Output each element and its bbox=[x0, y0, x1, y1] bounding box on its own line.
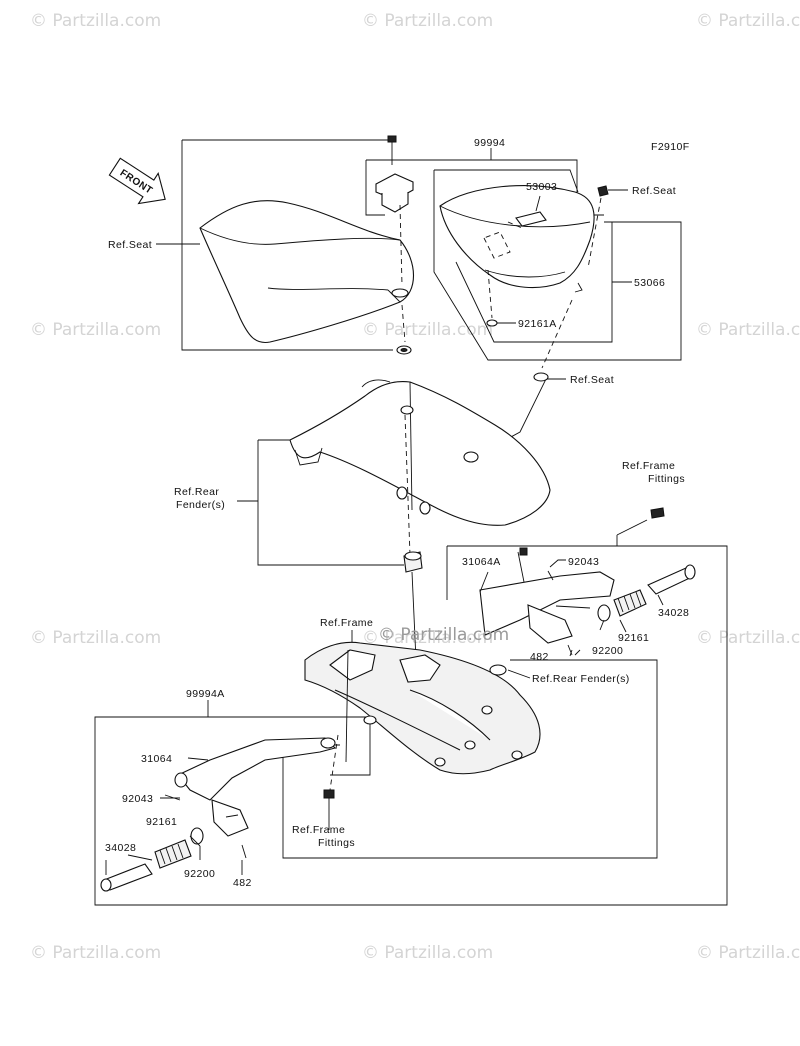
label-31064: 31064 bbox=[141, 753, 172, 765]
left-footpeg-assembly bbox=[100, 737, 337, 892]
label-92200-left: 92200 bbox=[184, 868, 215, 880]
watermark-layer: © Partzilla.com © Partzilla.com © Partzi… bbox=[30, 11, 800, 963]
rear-subframe bbox=[304, 641, 541, 830]
label-99994a: 99994A bbox=[186, 688, 225, 700]
label-53066: 53066 bbox=[634, 277, 665, 289]
label-ref-frame-fittings-bot-line2: Fittings bbox=[318, 837, 355, 849]
center-watermark: © Partzilla.com bbox=[378, 625, 509, 645]
label-ref-rear-fender-line2: Fender(s) bbox=[176, 499, 225, 511]
watermark: © Partzilla.com bbox=[30, 628, 161, 648]
label-ref-rear-fender-line1: Ref.Rear bbox=[174, 486, 219, 498]
label-92161a: 92161A bbox=[518, 318, 557, 330]
label-92200-right: 92200 bbox=[592, 645, 623, 657]
front-arrow-icon: FRONT bbox=[108, 157, 166, 205]
label-ref-frame-fittings-top-line1: Ref.Frame bbox=[622, 460, 675, 472]
label-34028-right: 34028 bbox=[658, 607, 689, 619]
main-seat bbox=[199, 200, 414, 344]
label-31064a: 31064A bbox=[462, 556, 501, 568]
label-92043-left: 92043 bbox=[122, 793, 153, 805]
label-ref-frame: Ref.Frame bbox=[320, 617, 373, 629]
label-92161-right: 92161 bbox=[618, 632, 649, 644]
seat-bracket bbox=[375, 135, 414, 355]
label-ref-rear-fender-inline: Ref.Rear Fender(s) bbox=[532, 673, 630, 685]
label-34028-left: 34028 bbox=[105, 842, 136, 854]
label-ref-frame-fittings-top-line2: Fittings bbox=[648, 473, 685, 485]
watermark: © Partzilla.com bbox=[362, 943, 493, 963]
watermark: © Partzilla.com bbox=[696, 11, 800, 31]
label-ref-frame-fittings-bot-line1: Ref.Frame bbox=[292, 824, 345, 836]
watermark: © Partzilla.com bbox=[696, 628, 800, 648]
label-482-left: 482 bbox=[233, 877, 252, 889]
right-footpeg-assembly bbox=[479, 507, 696, 656]
label-92161-left: 92161 bbox=[146, 816, 177, 828]
label-ref-seat-mid: Ref.Seat bbox=[570, 374, 614, 386]
watermark: © Partzilla.com bbox=[362, 628, 493, 648]
watermark-center: © Partzilla.com bbox=[378, 625, 509, 645]
diagram-code: F2910F bbox=[651, 141, 690, 153]
label-92043-right: 92043 bbox=[568, 556, 599, 568]
label-482-right: 482 bbox=[530, 651, 549, 663]
pillion-seat bbox=[439, 185, 628, 382]
label-53003: 53003 bbox=[526, 181, 557, 193]
watermark: © Partzilla.com bbox=[30, 943, 161, 963]
label-ref-seat-right: Ref.Seat bbox=[632, 185, 676, 197]
watermark: © Partzilla.com bbox=[696, 320, 800, 340]
rear-fender bbox=[289, 379, 551, 661]
label-99994: 99994 bbox=[474, 137, 505, 149]
watermark: © Partzilla.com bbox=[362, 11, 493, 31]
watermark: © Partzilla.com bbox=[30, 320, 161, 340]
part-labels: 99994 53003 Ref.Seat Ref.Seat 53066 9216… bbox=[105, 137, 689, 889]
watermark: © Partzilla.com bbox=[30, 11, 161, 31]
label-ref-seat-left: Ref.Seat bbox=[108, 239, 152, 251]
watermark: © Partzilla.com bbox=[362, 320, 493, 340]
leader-lines bbox=[105, 559, 664, 875]
watermark: © Partzilla.com bbox=[696, 943, 800, 963]
